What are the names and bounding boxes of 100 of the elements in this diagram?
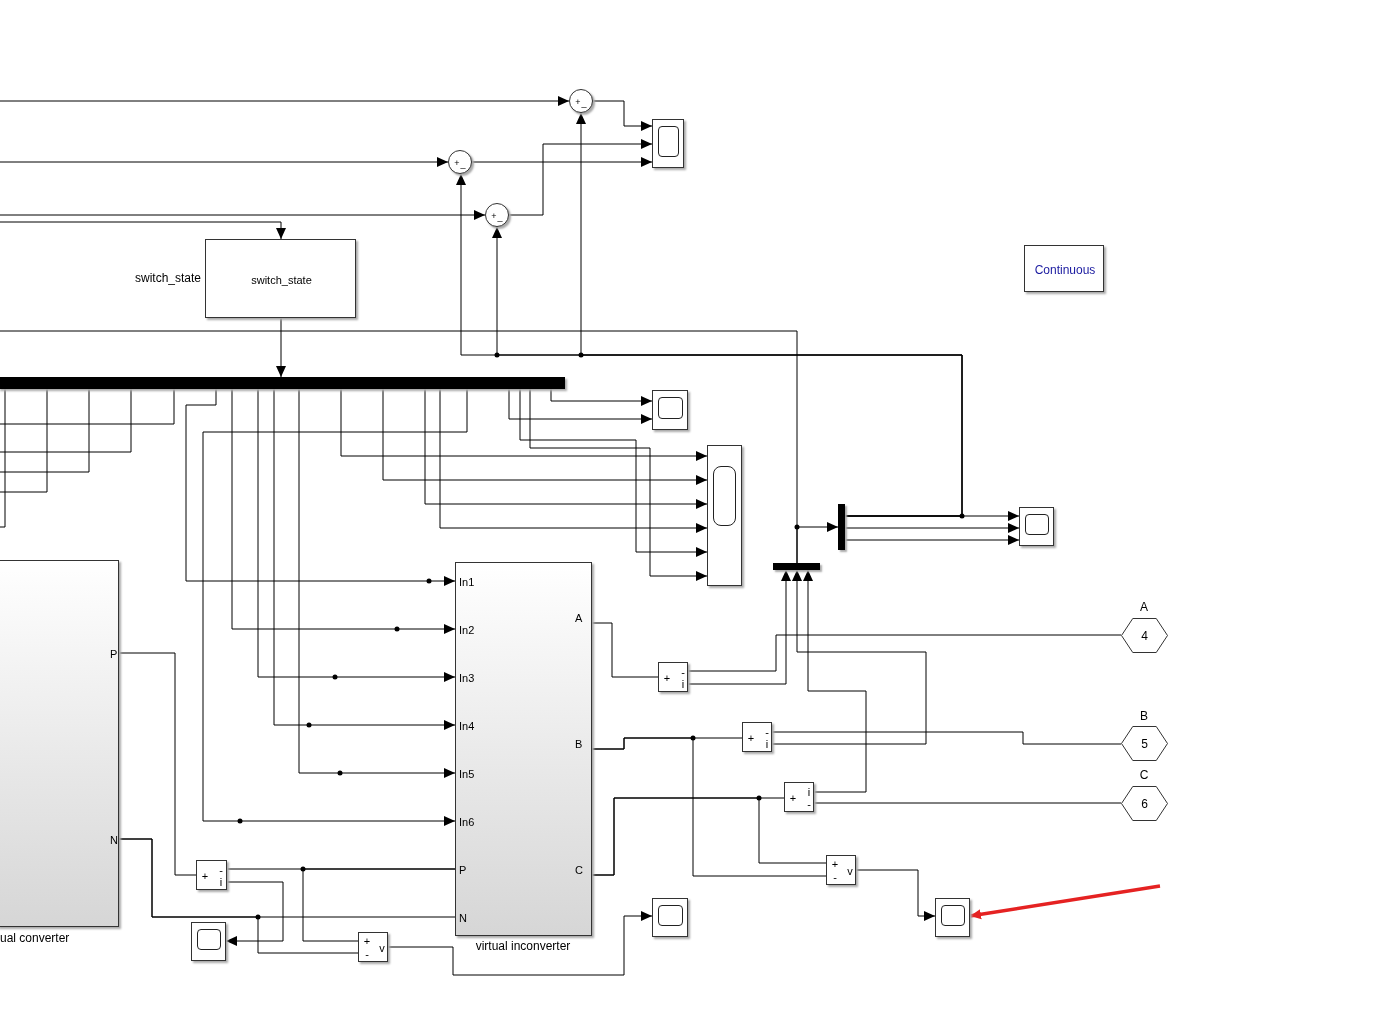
- signal-arrow: [382, 388, 708, 485]
- port-block: [1121, 726, 1168, 761]
- connection-line: [118, 838, 359, 954]
- connection-line: [0, 388, 48, 493]
- port-label: +: [201, 870, 209, 882]
- port-label: -: [219, 864, 223, 876]
- sign-label: +: [491, 210, 497, 222]
- connection-line: [118, 652, 197, 876]
- signal-arrow: [687, 569, 791, 685]
- block-label: 4: [1141, 629, 1148, 642]
- signal-arrow: [471, 157, 653, 167]
- block-name: virtual inconverter: [475, 940, 571, 952]
- port-label: In4: [459, 720, 475, 732]
- signal-arrow: [424, 388, 708, 509]
- port-label: C: [575, 864, 583, 876]
- current-sensor-block: [784, 782, 814, 812]
- scope-block: [652, 119, 684, 168]
- block-label: 6: [1141, 797, 1148, 810]
- signal-arrow: [276, 317, 286, 378]
- connection-line: [813, 802, 1122, 804]
- port-label: P: [459, 864, 467, 876]
- subsystem-block: [455, 562, 592, 936]
- signal-arrow: [592, 100, 653, 131]
- port-label: In2: [459, 624, 475, 636]
- signal-arrow: [519, 388, 708, 557]
- signal-arrow: [844, 523, 1020, 533]
- port-block: [1121, 618, 1168, 653]
- connection-line: [687, 634, 1122, 672]
- signal-arrow: [0, 210, 486, 220]
- port-name: A: [1140, 601, 1148, 613]
- connection-line: [302, 868, 456, 942]
- port-label: i: [219, 876, 223, 888]
- signal-arrow: [492, 226, 963, 517]
- port-label: -: [833, 871, 837, 883]
- port-label: -: [765, 726, 769, 738]
- port-label: -: [681, 666, 685, 678]
- signal-arrow: [844, 535, 1020, 545]
- signal-arrow: [529, 388, 708, 581]
- connection-line: [0, 388, 175, 425]
- voltage-sensor-block: [358, 932, 388, 962]
- connection-line: [0, 330, 798, 564]
- port-label: In5: [459, 768, 475, 780]
- signal-arrow: [771, 569, 927, 745]
- voltage-sensor-block: [826, 855, 856, 885]
- port-label: -: [365, 948, 369, 960]
- port-name: B: [1140, 710, 1148, 722]
- signal-arrow: [231, 388, 456, 634]
- signal-arrow: [550, 388, 653, 406]
- port-label: i: [765, 738, 769, 750]
- port-label: v: [847, 865, 853, 877]
- sign-label: _: [460, 158, 466, 170]
- connection-line: [591, 737, 827, 877]
- pointer-arrow: [969, 884, 1161, 920]
- port-label: +: [663, 672, 671, 684]
- scope-block: [652, 898, 688, 937]
- port-block: [1121, 786, 1168, 821]
- signal-arrow: [508, 139, 653, 216]
- signal-arrow: [803, 569, 867, 793]
- sum-block: [569, 89, 593, 113]
- sign-label: _: [581, 97, 587, 109]
- port-label: In1: [459, 576, 475, 588]
- signal-arrow: [225, 881, 284, 946]
- mux-bar: [773, 563, 820, 570]
- connection-line: [591, 622, 659, 678]
- port-label: In6: [459, 816, 475, 828]
- connection-line: [0, 388, 132, 453]
- connection-line: [0, 388, 6, 528]
- mux-bar: [838, 504, 845, 550]
- scope-block: [191, 922, 226, 961]
- current-sensor-block: [742, 722, 772, 752]
- block-label: Continuous: [1034, 263, 1096, 276]
- port-label: N: [459, 912, 467, 924]
- block-label: switch_state: [251, 273, 312, 286]
- signal-arrow: [185, 388, 456, 586]
- block-label: 5: [1141, 737, 1148, 750]
- signal-arrow: [202, 388, 468, 826]
- sign-label: _: [497, 211, 503, 223]
- port-label: v: [379, 942, 385, 954]
- signal-arrow: [298, 388, 456, 778]
- signal-arrow: [0, 96, 570, 106]
- signal-arrow: [439, 388, 708, 533]
- solver-block: [1024, 245, 1104, 292]
- port-label: A: [575, 612, 583, 624]
- port-label: +: [831, 858, 839, 870]
- port-label: +: [363, 935, 371, 947]
- signal-arrow: [340, 388, 708, 461]
- connection-line: [591, 797, 827, 876]
- port-label: +: [747, 732, 755, 744]
- scope-block: [1019, 507, 1054, 546]
- signal-arrow: [257, 388, 456, 682]
- signal-arrow: [387, 911, 653, 976]
- port-label: B: [575, 738, 583, 750]
- signal-arrow: [855, 869, 936, 921]
- port-label: i: [807, 786, 811, 798]
- subsystem-block: [0, 560, 119, 927]
- connection-line: [771, 731, 1122, 745]
- signal-arrow: [508, 388, 653, 424]
- sign-label: +: [575, 96, 581, 108]
- scope-block: [652, 390, 688, 430]
- port-label: In3: [459, 672, 475, 684]
